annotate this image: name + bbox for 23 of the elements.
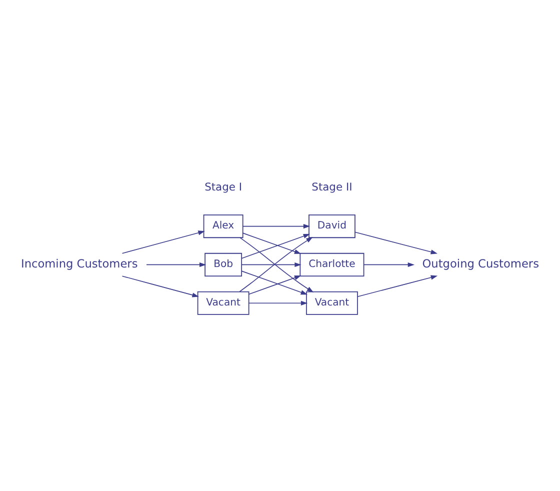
node-box: Bob (204, 252, 242, 276)
arrow (242, 232, 302, 254)
arrow (248, 300, 308, 306)
arrow (241, 262, 302, 268)
node-box: David (308, 214, 356, 238)
node-box: Vacant (197, 291, 250, 315)
arrow (357, 275, 438, 298)
arrow (354, 232, 438, 254)
label: Stage I (204, 180, 242, 194)
node-text: Outgoing Customers (422, 256, 539, 270)
arrow (248, 276, 302, 295)
arrow (363, 262, 415, 268)
arrow (241, 270, 308, 295)
arrow (122, 230, 205, 254)
node-box: Alex (203, 214, 244, 238)
node-text: Incoming Customers (20, 256, 138, 270)
node-box: Charlotte (300, 252, 364, 276)
arrow (146, 262, 206, 268)
node-box: Vacant (306, 291, 358, 315)
arrow (241, 234, 310, 259)
label: Stage II (312, 180, 352, 194)
arrow (242, 224, 310, 229)
arrow (122, 276, 199, 298)
